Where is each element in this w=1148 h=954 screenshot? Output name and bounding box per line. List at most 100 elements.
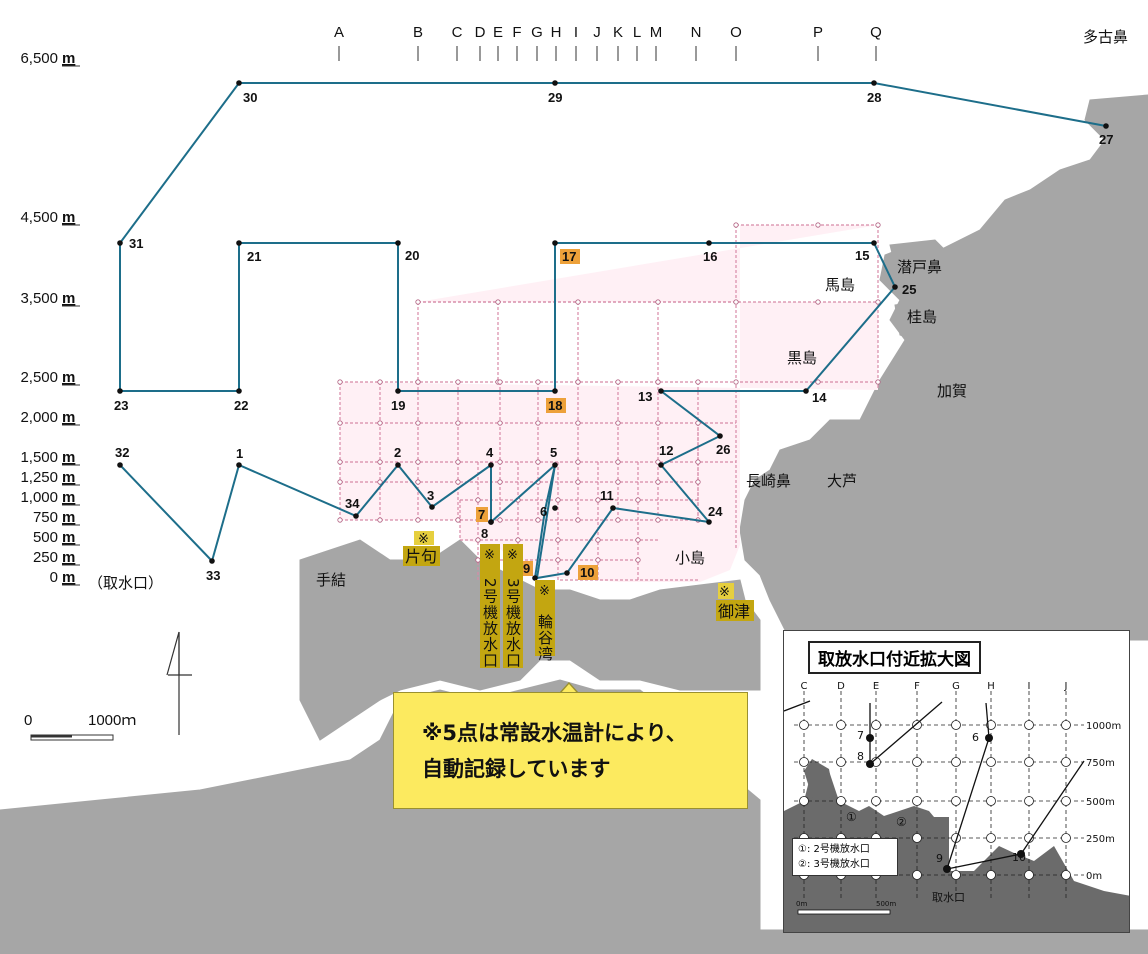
inset-legend-line2: ②: 3号機放水口 — [798, 859, 870, 870]
place-tagoshi: 多古鼻 — [1083, 28, 1128, 46]
distance-label: 6,500 — [20, 50, 58, 67]
outlet3-text: 3号機放水口 — [504, 578, 522, 669]
place-oashi: 大芦 — [827, 472, 857, 490]
distance-label: 1,500 — [20, 449, 58, 466]
station-13-marker — [658, 388, 664, 394]
station-29-marker — [552, 80, 558, 86]
station-18-highlight — [546, 398, 566, 413]
bay-land — [299, 539, 761, 741]
station-10-marker — [564, 570, 570, 576]
station-2-label: 2 — [394, 445, 401, 460]
note-mark-mitsu: ※ — [719, 585, 730, 600]
station-20-label: 20 — [405, 248, 419, 263]
column-letter-A: A — [334, 24, 344, 41]
inset-scale: 0m 500m — [796, 900, 896, 915]
mitsu-label: ※ 御津 — [716, 583, 754, 621]
scale-zero: 0 — [24, 712, 32, 729]
station-31-label: 31 — [129, 236, 143, 251]
inset-circ2: ② — [896, 815, 907, 829]
station-27-label: 27 — [1099, 132, 1113, 147]
note-line2: 自動記録しています — [422, 757, 611, 781]
inset-row-label: 0m — [1086, 871, 1102, 882]
station-30-label: 30 — [243, 90, 257, 105]
inset-column-E: E — [873, 681, 879, 692]
intake-label: （取水口） — [88, 575, 163, 592]
scale-bar: 0 1000ｍ — [24, 712, 136, 741]
distance-unit: m — [62, 529, 75, 546]
inset-row-label: 500m — [1086, 797, 1115, 808]
place-katsura: 桂島 — [907, 308, 937, 326]
station-14-label: 14 — [812, 390, 827, 405]
station-16-label: 16 — [703, 249, 717, 264]
station-21-marker — [236, 240, 242, 246]
place-tezui: 手結 — [316, 571, 346, 589]
station-7-highlight — [476, 507, 488, 522]
distance-label: 500 — [33, 529, 58, 546]
station-9-highlight — [521, 561, 533, 576]
station-18-marker — [552, 388, 558, 394]
inset-station-8: 8 — [857, 750, 864, 763]
station-6-marker — [552, 505, 558, 511]
station-18-label: 18 — [548, 398, 562, 413]
distance-unit: m — [62, 549, 75, 566]
station-16-marker — [706, 240, 712, 246]
distance-label: 4,500 — [20, 209, 58, 226]
place-ko: 小島 — [675, 549, 705, 567]
island-uma — [889, 239, 956, 281]
inset-legend-line1: ①: 2号機放水口 — [798, 844, 870, 855]
station-17-highlight — [560, 249, 580, 264]
station-34-label: 34 — [345, 496, 360, 511]
scale-length: 1000ｍ — [88, 712, 136, 729]
place-sendo: 潜戸鼻 — [897, 258, 942, 276]
station-15-label: 15 — [855, 248, 869, 263]
inset-row-label: 1000m — [1086, 721, 1121, 732]
wadani-text: 輪谷湾 — [536, 614, 554, 662]
place-kuro: 黒島 — [787, 349, 817, 367]
note-callout: ※5点は常設水温計により、 自動記録しています — [393, 692, 748, 809]
inset-station-labels: 7 8 6 9 10 — [857, 729, 1026, 865]
station-32-label: 32 — [115, 445, 129, 460]
note-mark-wadani: ※ — [539, 584, 550, 599]
inset-station-9: 9 — [936, 852, 943, 865]
place-nagasaki: 長崎鼻 — [746, 472, 791, 490]
north-arrow — [166, 631, 192, 735]
station-19-marker — [395, 388, 401, 394]
note-mark-outlet2: ※ — [484, 548, 495, 563]
island-katsura — [894, 297, 966, 346]
station-24-label: 24 — [708, 504, 723, 519]
column-letter-M: M — [650, 24, 663, 41]
survey-grid — [337, 222, 881, 582]
inset-scale-zero: 0m — [796, 900, 807, 908]
column-letter-E: E — [493, 24, 503, 41]
station-34-marker — [353, 513, 359, 519]
distance-label: 2,000 — [20, 409, 58, 426]
column-letter-Q: Q — [870, 24, 882, 41]
outlet2-label: ※ 2号機放水口 — [480, 544, 500, 669]
inset-land-pier — [804, 759, 834, 803]
column-letter-F: F — [512, 24, 521, 41]
station-4-label: 4 — [486, 445, 494, 460]
station-28-marker — [871, 80, 877, 86]
east-coast-land — [739, 94, 1148, 641]
inset-station-6: 6 — [972, 731, 979, 744]
station-7-label: 7 — [478, 507, 485, 522]
inset-column-D: D — [837, 681, 845, 692]
place-mitsu: 御津 — [718, 602, 750, 621]
station-30-marker — [236, 80, 242, 86]
station-21-label: 21 — [247, 249, 261, 264]
distance-unit: m — [62, 290, 75, 307]
distance-unit: m — [62, 569, 75, 586]
inset-column-H: H — [987, 681, 995, 692]
station-26-label: 26 — [716, 442, 730, 457]
column-letter-D: D — [475, 24, 486, 41]
column-letter-O: O — [730, 24, 742, 41]
inset-grid — [794, 691, 1084, 901]
station-13-label: 13 — [638, 389, 652, 404]
station-17-marker — [552, 240, 558, 246]
distance-unit: m — [62, 489, 75, 506]
note-pointer-fill — [561, 684, 577, 693]
